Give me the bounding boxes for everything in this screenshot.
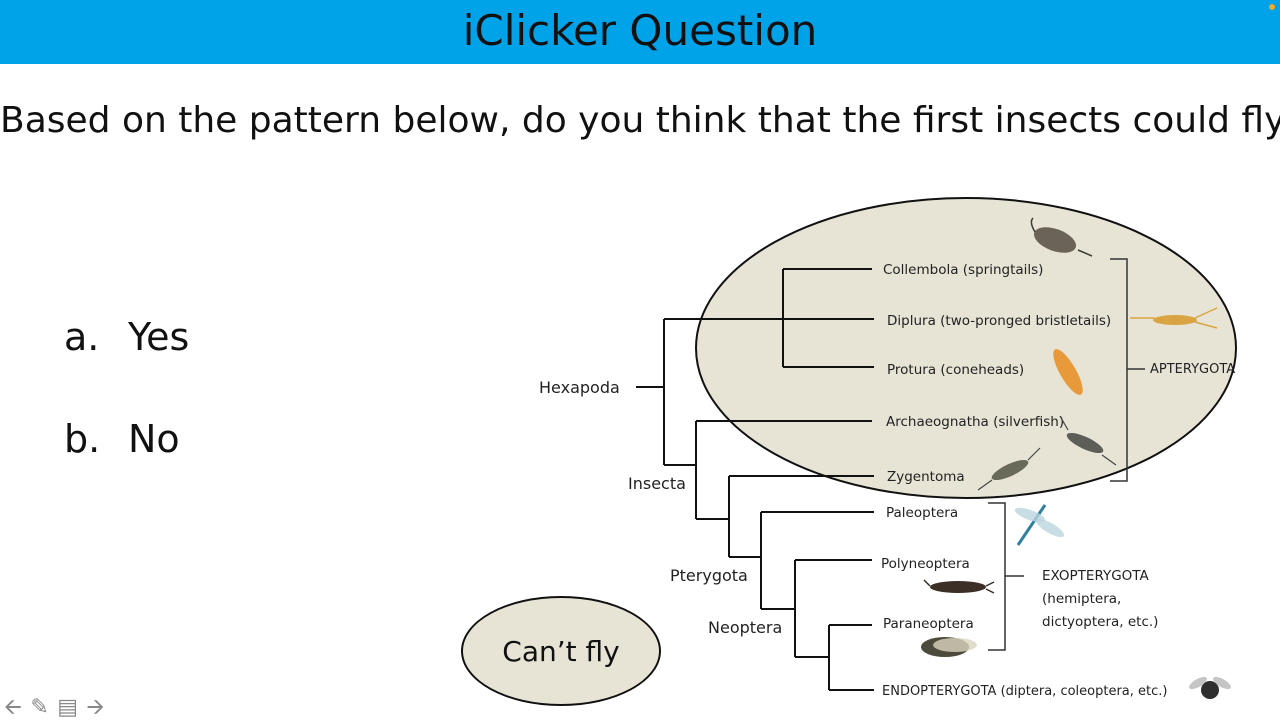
- option-label: No: [128, 417, 180, 461]
- option-letter: a.: [64, 315, 100, 359]
- zygentoma-icon: [977, 447, 1041, 491]
- cant-fly-callout: Can’t fly: [461, 596, 661, 706]
- clade-label-insecta: Insecta: [628, 474, 686, 493]
- earwig-icon: [923, 579, 995, 594]
- bristletail-icon: [1130, 307, 1218, 329]
- option-label: Yes: [128, 315, 190, 359]
- taxon-label: Protura (coneheads): [887, 362, 1024, 378]
- clade-label-pterygota: Pterygota: [670, 566, 748, 585]
- dragonfly-icon: [1014, 504, 1065, 546]
- springtail-icon: [1030, 217, 1093, 257]
- pen-icon[interactable]: ✎: [30, 694, 49, 719]
- taxon-label: Collembola (springtails): [883, 262, 1043, 278]
- notes-icon[interactable]: ▤: [57, 694, 79, 719]
- taxon-label: Archaeognatha (silverfish): [886, 414, 1064, 430]
- clade-label-neoptera: Neoptera: [708, 618, 782, 637]
- question-text: Based on the pattern below, do you think…: [0, 100, 1280, 141]
- silverfish-icon: [1059, 415, 1117, 466]
- tree-branches: [636, 268, 874, 691]
- taxon-label: Paleoptera: [886, 505, 958, 521]
- group-label-exopterygota: EXOPTERYGOTA: [1042, 568, 1150, 584]
- group-brackets: [988, 258, 1145, 651]
- fly-icon: [1189, 676, 1231, 699]
- cicada-icon: [921, 637, 977, 657]
- group-label-exopterygota-2: (hemiptera,: [1042, 591, 1121, 607]
- back-arrow-icon[interactable]: 🡨: [4, 694, 22, 719]
- title-bar: [0, 0, 1280, 64]
- clade-label-hexapoda: Hexapoda: [539, 378, 620, 397]
- taxon-label: Diplura (two-pronged bristletails): [887, 313, 1111, 329]
- taxon-label: Paraneoptera: [883, 616, 974, 632]
- taxon-label: Zygentoma: [887, 469, 965, 485]
- apterygota-highlight: [695, 197, 1237, 499]
- group-label-apterygota: APTERYGOTA: [1150, 362, 1235, 377]
- conehead-icon: [1053, 349, 1083, 395]
- forward-arrow-icon[interactable]: 🡪: [86, 694, 105, 719]
- corner-indicator: [1269, 4, 1275, 10]
- option-letter: b.: [64, 417, 101, 461]
- group-label-exopterygota-3: dictyoptera, etc.): [1042, 614, 1158, 630]
- taxon-label: Polyneoptera: [881, 556, 970, 572]
- taxon-label: ENDOPTERYGOTA (diptera, coleoptera, etc.…: [882, 684, 1167, 699]
- slide-title: iClicker Question: [462, 6, 818, 55]
- slideshow-nav: 🡨 ✎ ▤ 🡪: [4, 690, 108, 728]
